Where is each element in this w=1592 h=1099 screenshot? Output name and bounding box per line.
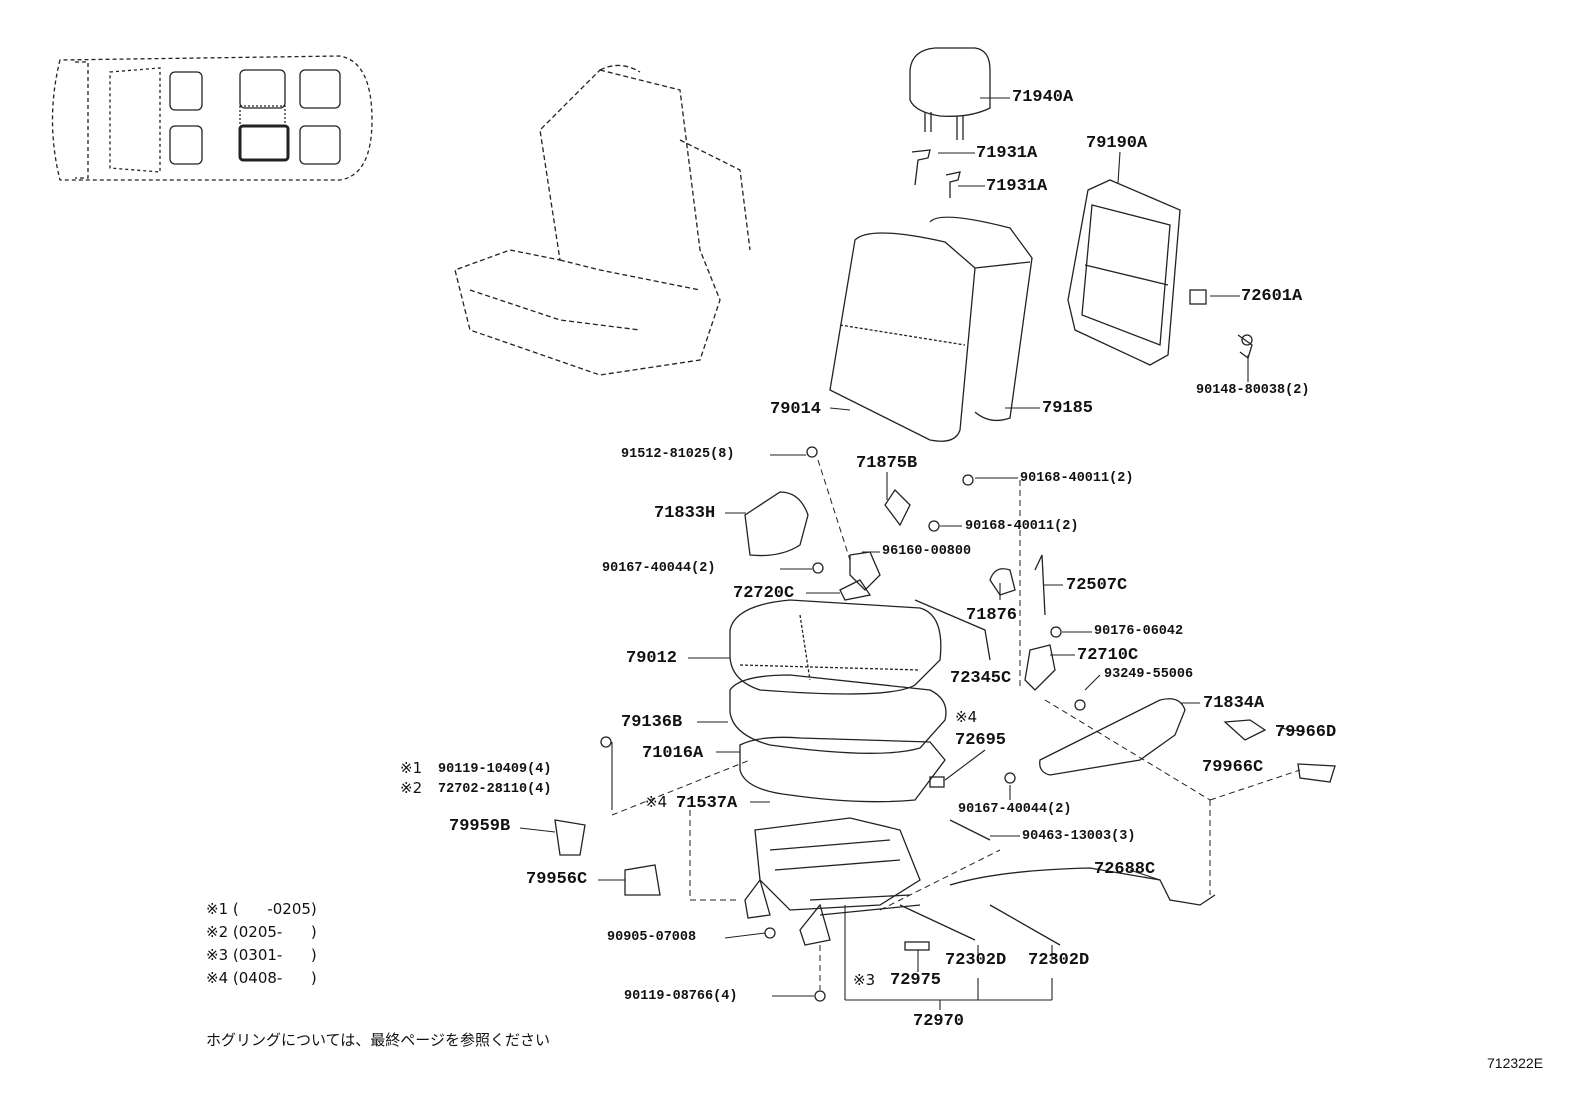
seatback-frame-drawing <box>1067 179 1253 366</box>
legend-line-2: ※2 (0205- ) <box>206 923 317 941</box>
part-label-72688C: 72688C <box>1094 860 1156 879</box>
hog-ring-footnote: ホグリングについては、最終ページを参照ください <box>206 1031 550 1049</box>
part-label-90168-40011-b: 90168-40011(2) <box>965 519 1079 534</box>
note-mark-4-upper: ※4 <box>955 708 978 726</box>
part-label-72302D-right: 72302D <box>1028 951 1090 970</box>
note-mark-3: ※3 <box>853 971 876 989</box>
legend-line-4: ※4 (0408- ) <box>206 969 317 987</box>
part-label-90167-40044-a: 90167-40044(2) <box>602 561 716 576</box>
figure-code: 712322E <box>1487 1055 1544 1071</box>
part-label-71931A-lower: 71931A <box>986 177 1048 196</box>
seatback-drawing <box>829 216 1033 442</box>
assembly-lines <box>611 459 1301 990</box>
part-label-90148-80038: 90148-80038(2) <box>1196 383 1310 398</box>
part-label-79966C: 79966C <box>1202 758 1264 777</box>
part-label-71834A: 71834A <box>1203 694 1265 713</box>
part-label-71876: 71876 <box>966 606 1018 625</box>
note-mark-4-lower: ※4 <box>645 793 668 811</box>
part-label-71537A: 71537A <box>676 794 738 813</box>
part-label-90905-07008: 90905-07008 <box>607 930 697 945</box>
part-label-72345C: 72345C <box>950 669 1012 688</box>
part-label-79966D: 79966D <box>1275 723 1337 742</box>
headrest-drawing <box>909 47 991 198</box>
part-label-90168-40011-a: 90168-40011(2) <box>1020 471 1134 486</box>
part-label-79959B: 79959B <box>449 817 511 836</box>
part-label-71931A-upper: 71931A <box>976 144 1038 163</box>
part-label-79014: 79014 <box>770 400 822 419</box>
part-label-72975: 72975 <box>890 971 942 990</box>
part-label-90176-06042: 90176-06042 <box>1094 624 1184 639</box>
part-label-79956C: 79956C <box>526 870 588 889</box>
cables-drawing <box>899 554 1216 951</box>
part-label-71016A: 71016A <box>642 744 704 763</box>
part-label-96160-00800: 96160-00800 <box>882 544 972 559</box>
vehicle-locator-diagram <box>51 55 373 181</box>
note-mark-1: ※1 <box>400 759 423 777</box>
part-label-72702-28110: 72702-28110(4) <box>438 782 552 797</box>
part-label-90167-40044-b: 90167-40044(2) <box>958 802 1072 817</box>
part-label-71940A: 71940A <box>1012 88 1074 107</box>
part-label-90463-13003: 90463-13003(3) <box>1022 829 1136 844</box>
seat-track-drawing <box>744 817 921 946</box>
legend-line-3: ※3 (0301- ) <box>206 946 317 964</box>
part-label-90119-10409: 90119-10409(4) <box>438 762 552 777</box>
part-label-91512-81025: 91512-81025(8) <box>621 447 735 462</box>
part-label-72601A: 72601A <box>1241 287 1303 306</box>
assembled-seat-outline <box>454 64 751 376</box>
seat-cushion-drawing <box>729 599 947 803</box>
part-label-79190A: 79190A <box>1086 134 1148 153</box>
part-label-72970: 72970 <box>913 1012 965 1031</box>
legend-line-1: ※1 ( -0205) <box>206 900 317 918</box>
part-label-72507C: 72507C <box>1066 576 1128 595</box>
part-label-72720C: 72720C <box>733 584 795 603</box>
part-label-79136B: 79136B <box>621 713 683 732</box>
fasteners-drawing <box>600 334 1253 1002</box>
part-label-93249-55006: 93249-55006 <box>1104 667 1194 682</box>
part-label-72695: 72695 <box>955 731 1007 750</box>
part-label-71875B: 71875B <box>856 454 918 473</box>
part-label-90119-08766: 90119-08766(4) <box>624 989 738 1004</box>
part-label-72710C: 72710C <box>1077 646 1139 665</box>
note-mark-2: ※2 <box>400 779 423 797</box>
part-label-71833H: 71833H <box>654 504 716 523</box>
part-label-72302D-left: 72302D <box>945 951 1007 970</box>
part-label-79012: 79012 <box>626 649 678 668</box>
leader-lines <box>519 97 1306 1010</box>
part-label-79185: 79185 <box>1042 399 1094 418</box>
seat-cover-parts-drawing <box>554 488 1336 896</box>
